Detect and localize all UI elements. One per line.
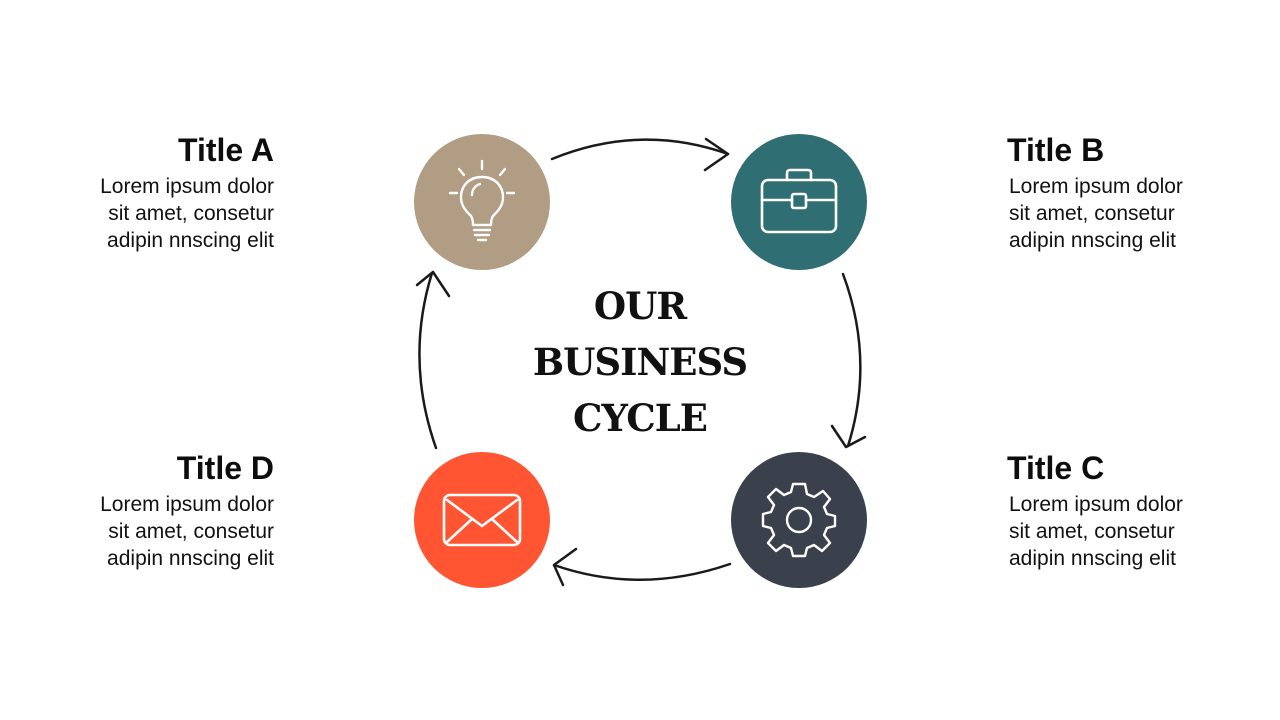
center-title-line-1: OUR <box>593 284 687 328</box>
step-a-body-line: Lorem ipsum dolor <box>100 175 274 198</box>
step-c-body-line: Lorem ipsum dolor <box>1009 493 1183 516</box>
gear-icon <box>761 482 837 558</box>
envelope-icon <box>442 493 522 547</box>
step-a-body: Lorem ipsum dolor sit amet, consetur adi… <box>14 173 274 254</box>
step-d-title: Title D <box>176 450 274 486</box>
node-c <box>731 452 867 588</box>
step-c-body-line: adipin nnscing elit <box>1009 547 1176 570</box>
step-a-text: Title A Lorem ipsum dolor sit amet, cons… <box>14 131 274 254</box>
step-b-body: Lorem ipsum dolor sit amet, consetur adi… <box>1007 173 1267 254</box>
node-d <box>414 452 550 588</box>
node-a <box>414 134 550 270</box>
step-d-body: Lorem ipsum dolor sit amet, consetur adi… <box>14 491 274 572</box>
node-b <box>731 134 867 270</box>
step-c-title: Title C <box>1007 450 1105 486</box>
step-a-body-line: adipin nnscing elit <box>107 229 274 252</box>
step-c-body-line: sit amet, consetur <box>1009 520 1175 543</box>
step-d-body-line: sit amet, consetur <box>108 520 274 543</box>
briefcase-icon <box>760 168 838 234</box>
step-d-body-line: Lorem ipsum dolor <box>100 493 274 516</box>
step-c-body: Lorem ipsum dolor sit amet, consetur adi… <box>1007 491 1267 572</box>
arrow-b-to-c <box>830 272 867 449</box>
step-a-title: Title A <box>177 132 274 168</box>
lightbulb-icon <box>448 159 516 242</box>
step-b-body-line: adipin nnscing elit <box>1009 229 1176 252</box>
center-title: OUR BUSINESS CYCLE <box>520 278 760 446</box>
step-b-title: Title B <box>1007 132 1105 168</box>
step-d-body-line: adipin nnscing elit <box>107 547 274 570</box>
center-title-line-2: BUSINESS <box>532 340 748 384</box>
step-b-text: Title B Lorem ipsum dolor sit amet, cons… <box>1007 131 1267 254</box>
step-b-body-line: sit amet, consetur <box>1009 202 1175 225</box>
step-d-text: Title D Lorem ipsum dolor sit amet, cons… <box>14 449 274 572</box>
step-b-body-line: Lorem ipsum dolor <box>1009 175 1183 198</box>
arrow-a-to-b <box>550 137 730 172</box>
arrow-c-to-d <box>552 547 732 587</box>
center-title-line-3: CYCLE <box>573 396 708 440</box>
step-c-text: Title C Lorem ipsum dolor sit amet, cons… <box>1007 449 1267 572</box>
step-a-body-line: sit amet, consetur <box>108 202 274 225</box>
arrow-d-to-a <box>415 270 451 450</box>
